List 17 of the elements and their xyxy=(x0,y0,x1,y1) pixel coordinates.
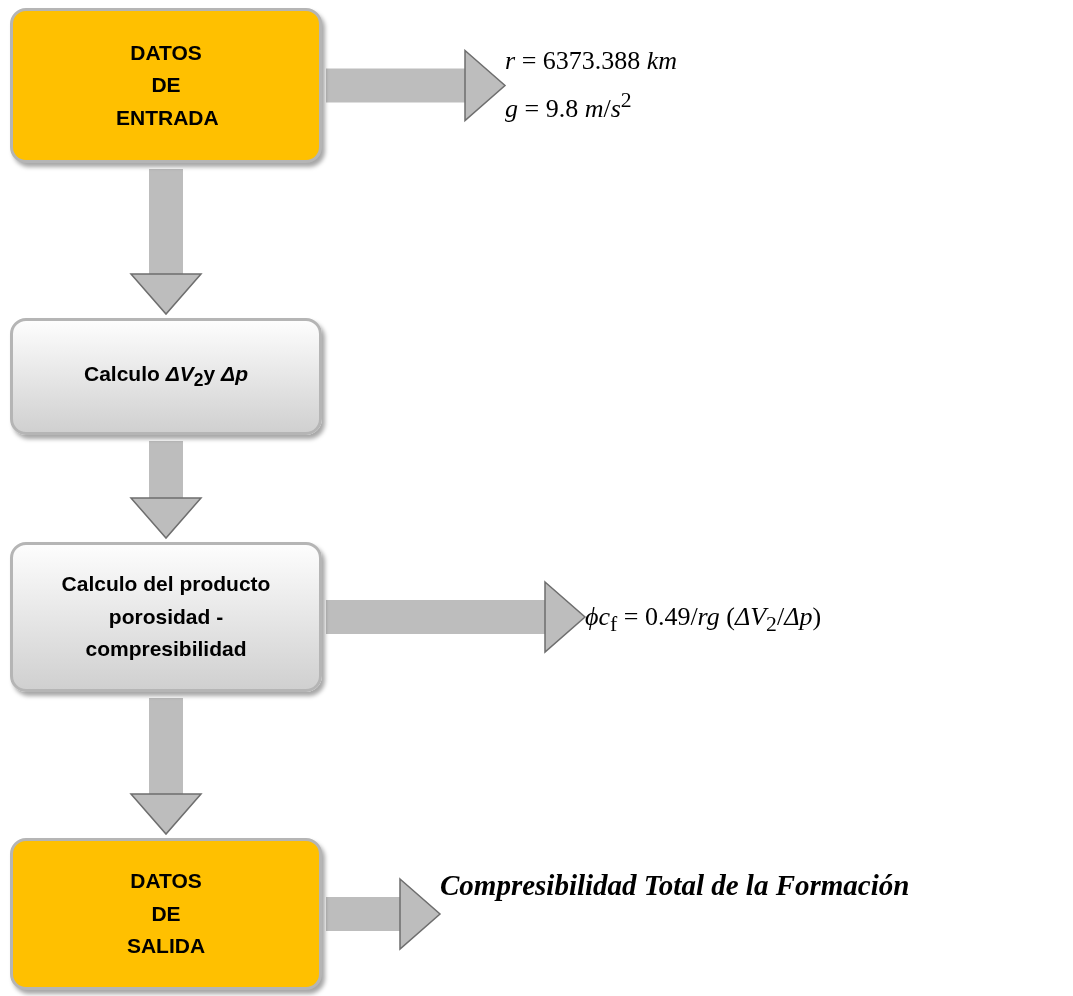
formula-text: g = 9.8 m/s$^{2}$ xyxy=(505,88,632,124)
formula-text: ϕc$_{f}$ = 0.49/rg (ΔV$_{2}$/Δp) xyxy=(585,602,822,638)
block-arrow xyxy=(130,169,202,315)
formula-text: r = 6373.388 km xyxy=(505,46,678,77)
process-box xyxy=(10,318,322,435)
data-box xyxy=(10,838,322,990)
block-arrow xyxy=(130,441,202,539)
data-box xyxy=(10,8,322,163)
block-arrow xyxy=(326,49,506,122)
box-label: Calculo del producto porosidad - compresibilidad xyxy=(60,571,272,663)
box-label: DATOS DE SALIDA xyxy=(125,868,207,960)
box-label: DATOS DE ENTRADA xyxy=(116,39,216,131)
result-text: Compresibilidad Total de la Formación xyxy=(440,868,910,902)
block-arrow xyxy=(326,581,586,653)
process-box xyxy=(10,542,322,692)
block-arrow xyxy=(326,878,441,950)
box-label: Calculo ΔV$_{2}$y Δp xyxy=(84,361,248,393)
